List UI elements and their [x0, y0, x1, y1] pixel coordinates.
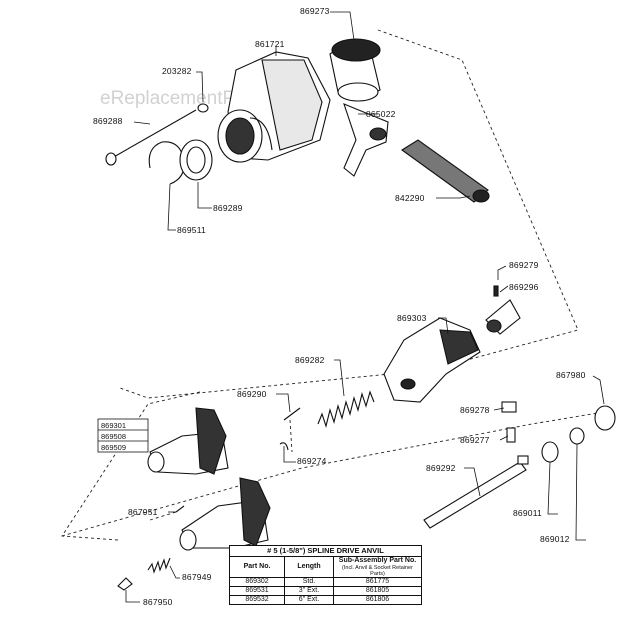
housing-part [217, 51, 331, 163]
part-label: 869278 [460, 405, 490, 415]
bracket-part [343, 103, 389, 177]
part-label: 869290 [237, 389, 267, 399]
leader-lines [125, 11, 605, 603]
plunger-part [117, 577, 133, 591]
rod-part [283, 407, 301, 421]
table-row: 869532 6" Ext. 861806 [229, 595, 422, 605]
assembly-outlines [61, 29, 605, 541]
cell-length: 6" Ext. [284, 595, 334, 605]
cell-length: 3" Ext. [284, 586, 334, 596]
bolt-part [105, 109, 197, 166]
shaft-part [423, 455, 529, 529]
part-label: 869289 [213, 203, 243, 213]
part-number-box [97, 418, 149, 453]
cell-part-no: 869532 [229, 595, 285, 605]
part-label: 861721 [255, 39, 285, 49]
part-label: 869273 [300, 6, 330, 16]
part-label: 869301 [101, 421, 126, 430]
header-sub-assembly-label: Sub-Assembly Part No. [338, 557, 417, 564]
header-sub-assembly-note: (Incl. Anvil & Socket Retainer Parts) [342, 565, 413, 577]
pin-part [493, 285, 499, 297]
anvil-part-lower [179, 477, 271, 551]
part-label: 869011 [513, 508, 542, 518]
part-label: 867949 [182, 572, 212, 582]
collar-part [501, 401, 517, 413]
cam-housing-part [383, 317, 481, 403]
cell-sub-assembly: 861775 [333, 577, 422, 587]
part-label: 869296 [509, 282, 539, 292]
cell-part-no: 869531 [229, 586, 285, 596]
part-labels: 869273 861721 203282 869288 865022 86928… [93, 6, 586, 607]
table-header-row: Part No. Length Sub-Assembly Part No. (I… [229, 556, 422, 578]
header-length: Length [284, 556, 334, 578]
part-label: 867950 [143, 597, 173, 607]
part-label: 842290 [395, 193, 425, 203]
cell-part-no: 869302 [229, 577, 285, 587]
cylinder-part [401, 139, 490, 203]
retaining-ring-part [148, 141, 185, 185]
part-label: 869292 [426, 463, 456, 473]
cell-length: Std. [284, 577, 334, 587]
header-part-no: Part No. [229, 556, 285, 578]
spline-drive-anvil-table: # 5 (1-5/8") SPLINE DRIVE ANVIL Part No.… [229, 545, 422, 605]
cell-sub-assembly: 861805 [333, 586, 422, 596]
cell-sub-assembly: 861806 [333, 595, 422, 605]
part-label: 203282 [162, 66, 192, 76]
part-label: 869509 [101, 443, 126, 452]
small-pin-part [175, 505, 185, 513]
spacer-part [541, 441, 559, 463]
part-label: 869279 [509, 260, 539, 270]
detent-spring-part [147, 557, 171, 574]
part-label: 869282 [295, 355, 325, 365]
part-label: 867951 [128, 507, 158, 517]
part-label: 869303 [397, 313, 427, 323]
cap-part [594, 405, 616, 431]
spacer-ring-part [569, 427, 585, 445]
part-label: 869277 [460, 435, 490, 445]
clip-part [279, 442, 289, 451]
ring-part [179, 139, 213, 181]
part-label: 869508 [101, 432, 126, 441]
part-label: 867980 [556, 370, 586, 380]
part-label: 869274 [297, 456, 327, 466]
part-label: 869288 [93, 116, 123, 126]
table-title: # 5 (1-5/8") SPLINE DRIVE ANVIL [229, 545, 422, 557]
part-label: 869012 [540, 534, 570, 544]
bushing-part [329, 38, 381, 102]
washer-part [197, 103, 209, 113]
header-sub-assembly: Sub-Assembly Part No. (Incl. Anvil & Soc… [333, 556, 422, 578]
sleeve-part [506, 427, 516, 443]
table-row: 869531 3" Ext. 861805 [229, 586, 422, 596]
anvil-part-upper [147, 407, 229, 475]
table-row: 869302 Std. 861775 [229, 577, 422, 587]
part-label: 865022 [366, 109, 396, 119]
part-label: 869511 [177, 225, 206, 235]
spring-part [317, 390, 375, 428]
hammer-part [485, 299, 521, 335]
